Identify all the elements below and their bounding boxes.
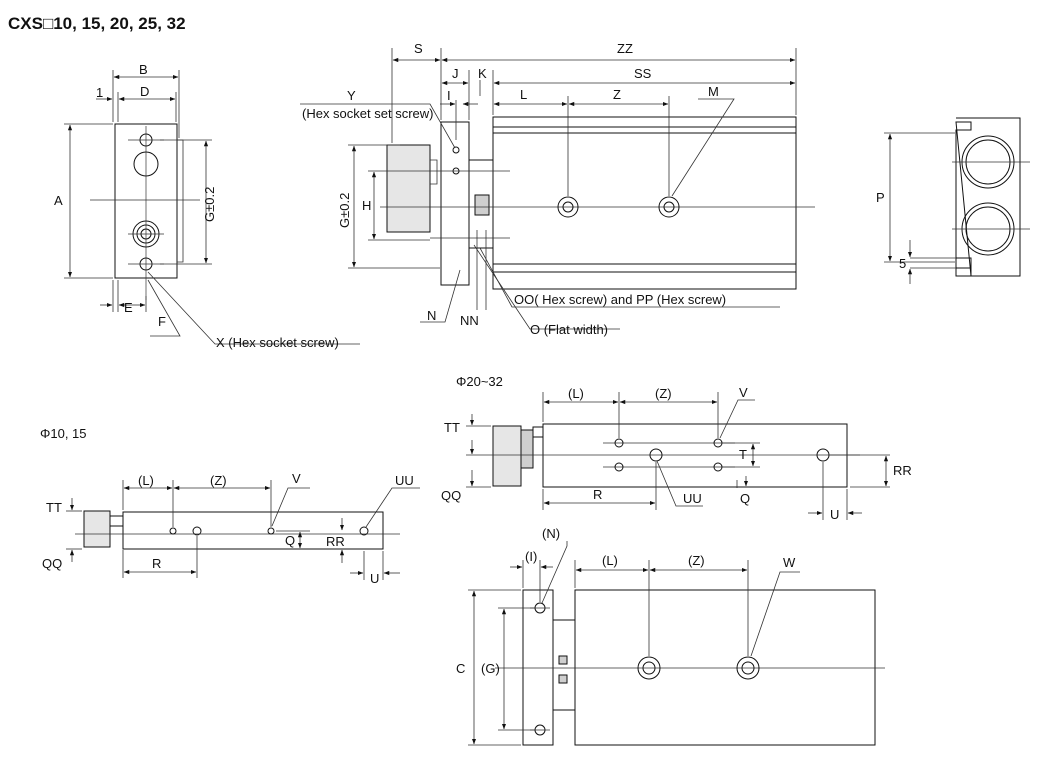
bottom-body xyxy=(574,589,876,746)
label-W: W xyxy=(783,555,796,570)
dim-SS: SS xyxy=(634,66,652,81)
large-rod-end xyxy=(492,425,522,487)
side-hole-2 xyxy=(658,196,680,218)
note-O: O (Flat width) xyxy=(530,322,608,337)
dim-D: D xyxy=(140,84,149,99)
dim-N-bottom: (N) xyxy=(542,526,560,541)
bottom-plate xyxy=(522,589,554,746)
note-X: X (Hex socket screw) xyxy=(216,335,339,350)
dim-J: J xyxy=(452,66,459,81)
dim-I-bottom: (I) xyxy=(525,549,537,564)
label-V-small: V xyxy=(292,471,301,486)
dim-Q-large: Q xyxy=(740,491,750,506)
large-body xyxy=(542,423,848,488)
dim-R-small: R xyxy=(152,556,161,571)
end-view: P 5 xyxy=(876,117,1030,284)
dim-ZZ: ZZ xyxy=(617,41,633,56)
side-plate xyxy=(440,121,470,286)
label-UU-small: UU xyxy=(395,473,414,488)
dim-G-bottom: (G) xyxy=(481,661,500,676)
dim-F: F xyxy=(158,314,166,329)
dim-Z-small: (Z) xyxy=(210,473,227,488)
small-rod-end xyxy=(83,510,111,548)
dim-L-large: (L) xyxy=(568,386,584,401)
dim-P: P xyxy=(876,190,885,205)
dim-QQ-small: QQ xyxy=(42,556,62,571)
side-hole-1 xyxy=(557,196,579,218)
dim-L: L xyxy=(520,87,527,102)
dim-G-front: G±0.2 xyxy=(202,187,217,222)
dim-QQ-large: QQ xyxy=(441,488,461,503)
bottom-hole-1 xyxy=(637,656,661,680)
dim-U-large: U xyxy=(830,507,839,522)
label-NN: NN xyxy=(460,313,479,328)
dim-B: B xyxy=(139,62,148,77)
side-body xyxy=(492,116,797,290)
dim-Z-bottom: (Z) xyxy=(688,553,705,568)
dim-1: 1 xyxy=(96,85,103,100)
dim-TT-large: TT xyxy=(444,420,460,435)
label-M: M xyxy=(708,84,719,99)
dim-C: C xyxy=(456,661,465,676)
side-view: S ZZ J K SS Y (Hex socket set screw) I L… xyxy=(300,41,815,337)
dim-TT-small: TT xyxy=(46,500,62,515)
heading-small-bore: Φ10, 15 xyxy=(40,426,87,441)
dim-G-side: G±0.2 xyxy=(337,193,352,228)
dim-I: I xyxy=(447,88,451,103)
heading-large-bore: Φ20~32 xyxy=(456,374,503,389)
note-OO: OO( Hex screw) and PP (Hex screw) xyxy=(514,292,726,307)
dim-RR-large: RR xyxy=(893,463,912,478)
dim-5: 5 xyxy=(899,256,906,271)
large-bore-view: Φ20~32 xyxy=(441,374,912,522)
end-body xyxy=(955,117,1021,277)
bottom-hole-2 xyxy=(736,656,760,680)
dim-E: E xyxy=(124,300,133,315)
dim-S: S xyxy=(414,41,423,56)
side-end-plate-left xyxy=(386,144,431,233)
dim-Q-small: Q xyxy=(285,533,295,548)
dim-H: H xyxy=(362,198,371,213)
small-body xyxy=(122,511,384,550)
label-N: N xyxy=(427,308,436,323)
label-UU-large: UU xyxy=(683,491,702,506)
dim-Z: Z xyxy=(613,87,621,102)
dim-RR-small: RR xyxy=(326,534,345,549)
drawing-title: CXS□10, 15, 20, 25, 32 xyxy=(8,14,186,33)
bottom-view: (N) (I) (L) (Z) W C (G) xyxy=(456,526,885,746)
dim-L-bottom: (L) xyxy=(602,553,618,568)
label-Y: Y xyxy=(347,88,356,103)
dim-Z-large: (Z) xyxy=(655,386,672,401)
note-Y: (Hex socket set screw) xyxy=(302,106,433,121)
dim-L-small: (L) xyxy=(138,473,154,488)
dim-A: A xyxy=(54,193,63,208)
dim-K: K xyxy=(478,66,487,81)
front-view: B 1 D A G±0.2 E F X (Hex socket screw) xyxy=(54,62,360,350)
dim-U-small: U xyxy=(370,571,379,586)
small-bore-view: Φ10, 15 (L) (Z) V UU TT QQ xyxy=(40,426,420,586)
dim-R-large: R xyxy=(593,487,602,502)
dim-T-large: T xyxy=(739,447,747,462)
label-V-large: V xyxy=(739,385,748,400)
